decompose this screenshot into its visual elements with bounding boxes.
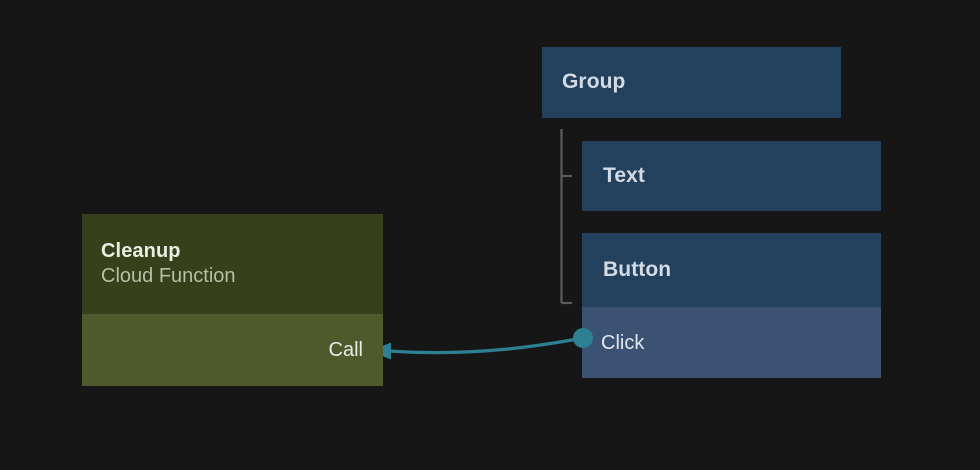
port-label-click: Click [601,331,645,354]
node-group[interactable]: Group [542,47,841,118]
node-cleanup-title: Cleanup [101,240,181,262]
node-text-header[interactable]: Text [582,141,881,211]
node-text-title: Text [603,163,646,187]
port-label-call: Call [328,339,363,361]
node-button-port-click[interactable]: Click [582,307,881,378]
node-group-header[interactable]: Group [542,47,841,118]
node-cleanup-subtitle: Cloud Function [101,265,236,287]
edge-click-to-call[interactable] [355,315,605,375]
node-group-title: Group [562,70,626,94]
node-button-header[interactable]: Button [582,233,881,307]
port-dot-click-icon[interactable] [573,328,593,348]
node-button-title: Button [603,257,672,281]
node-cleanup-header[interactable]: Cleanup Cloud Function [82,214,383,314]
node-button[interactable]: Button Click [582,233,881,378]
node-text[interactable]: Text [582,141,881,211]
edge-path [386,336,585,355]
node-cleanup-port-call[interactable]: Call [82,314,383,386]
node-cleanup[interactable]: Cleanup Cloud Function Call [82,214,383,386]
